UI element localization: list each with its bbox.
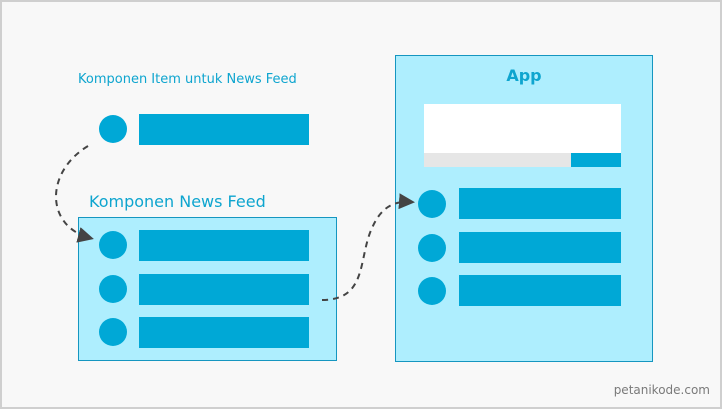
app-header-area: [424, 104, 621, 153]
app-feed-item-3-circle: [418, 277, 446, 305]
app-header-strip: [424, 153, 571, 167]
feed-item-1-bar: [139, 230, 309, 261]
app-feed-item-2-bar: [459, 232, 621, 263]
item-avatar-circle: [99, 115, 127, 143]
feed-item-1-circle: [99, 231, 127, 259]
app-feed-item-1-circle: [418, 190, 446, 218]
item-component-label: Komponen Item untuk News Feed: [78, 72, 297, 87]
feed-item-3-circle: [99, 318, 127, 346]
watermark: petanikode.com: [613, 383, 710, 397]
app-label: App: [506, 66, 542, 85]
app-feed-item-3-bar: [459, 275, 621, 306]
app-feed-item-2-circle: [418, 234, 446, 262]
app-feed-item-1-bar: [459, 188, 621, 219]
app-header-button-block: [571, 153, 621, 167]
feed-item-2-bar: [139, 274, 309, 305]
feed-component-label: Komponen News Feed: [89, 192, 266, 211]
item-content-bar: [139, 114, 309, 145]
feed-item-3-bar: [139, 317, 309, 348]
feed-item-2-circle: [99, 275, 127, 303]
